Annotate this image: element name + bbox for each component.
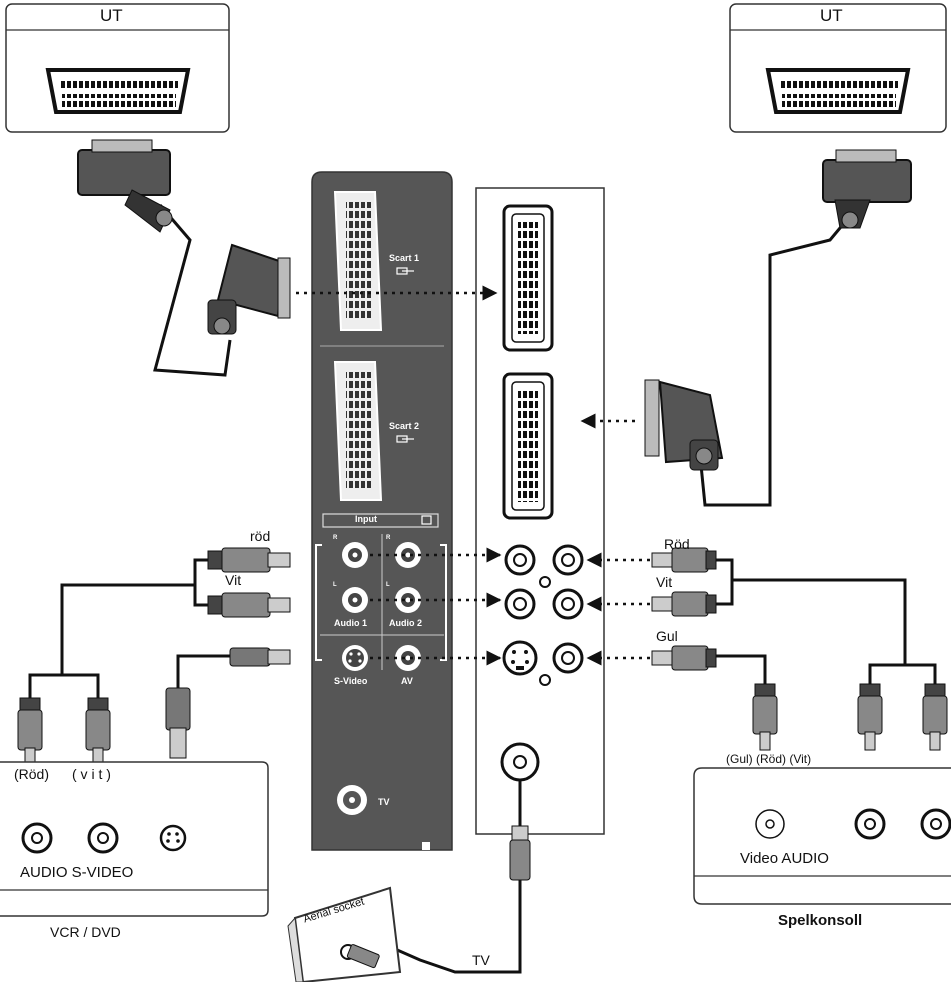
scart-out-icon <box>396 435 414 443</box>
video-port-icon <box>755 809 785 839</box>
audio2-label: Audio 2 <box>389 618 422 628</box>
vcr-ports-label: AUDIO S-VIDEO <box>20 864 134 881</box>
scart-port-icon <box>765 68 911 114</box>
audio1-r-mark: R <box>333 535 338 541</box>
input-icon <box>421 515 432 525</box>
rca-port-icon <box>87 822 119 854</box>
audio1-label: Audio 1 <box>334 618 367 628</box>
av-jack <box>395 645 421 671</box>
right-av-cables <box>651 547 948 751</box>
rca-plug-icon <box>752 683 778 751</box>
vcr-dvd-device <box>0 761 269 917</box>
coax-socket <box>500 742 540 782</box>
rca-jack <box>552 642 584 674</box>
audio2-r-mark: R <box>386 535 391 541</box>
audio1-l-mark: L <box>333 582 337 588</box>
rca-jack <box>504 544 536 576</box>
audio1-r-jack <box>342 542 368 568</box>
scart-out-icon <box>396 267 414 275</box>
svideo-jack <box>342 645 368 671</box>
scart-socket-a <box>502 204 554 352</box>
svideo-socket <box>502 640 538 676</box>
av-label: AV <box>401 676 413 686</box>
rca-plug-icon <box>651 591 717 617</box>
game-console-device <box>693 767 951 905</box>
scart-out-device-right <box>729 3 947 133</box>
scart2-label: Scart 2 <box>389 421 420 431</box>
coax-plug-icon <box>509 825 531 881</box>
scart1-label: Scart 1 <box>389 253 420 263</box>
scart-cable-left <box>77 139 291 377</box>
input-label: Input <box>355 514 377 524</box>
rca-plug-icon <box>651 547 717 573</box>
console-name: Spelkonsoll <box>778 912 863 929</box>
audio2-r-jack <box>395 542 421 568</box>
tv-antenna-label: TV <box>378 797 390 807</box>
svideo-plug-icon <box>165 687 191 759</box>
aerial-tv-label: TV <box>472 952 490 968</box>
console-ports-label: Video AUDIO <box>740 850 829 867</box>
tv-back-panel <box>311 171 453 851</box>
scart-out-label-right: UT <box>820 6 843 25</box>
left-red-label: röd <box>250 528 271 544</box>
scart-plug-icon <box>77 139 173 233</box>
vcr-dvd-name: VCR / DVD <box>50 924 121 940</box>
scart-socket-b <box>502 372 554 520</box>
rca-jack <box>552 588 584 620</box>
rca-jack <box>552 544 584 576</box>
right-white-label: Vit <box>656 574 673 590</box>
right-plug-labels: (Gul) (Röd) (Vit) <box>726 752 812 766</box>
svideo-plug-icon <box>229 647 291 667</box>
rca-plug-icon <box>207 592 291 618</box>
rca-jack <box>504 588 536 620</box>
left-av-cables <box>17 547 291 767</box>
svideo-port-icon <box>159 824 187 852</box>
rca-port-icon <box>21 822 53 854</box>
rca-plug-icon <box>651 645 717 671</box>
scart2-socket <box>333 361 383 501</box>
scart-cable-right <box>644 149 912 507</box>
left-rod-plug-label: (Röd) <box>14 766 50 782</box>
scart-plug-icon <box>207 243 291 335</box>
rca-port-icon <box>920 808 951 840</box>
scart-plug-icon <box>822 149 912 229</box>
tv-antenna-jack <box>337 785 367 815</box>
audio1-l-jack <box>342 587 368 613</box>
rca-plug-icon <box>857 683 883 751</box>
aerial-coax-cable <box>287 780 531 982</box>
audio2-l-jack <box>395 587 421 613</box>
audio2-l-mark: L <box>386 582 390 588</box>
scart-plug-icon <box>644 379 724 471</box>
scart1-socket <box>333 191 383 331</box>
scart-out-label-left: UT <box>100 6 123 25</box>
aerial-socket-plate <box>287 886 402 982</box>
rca-plug-icon <box>17 697 43 767</box>
svideo-label: S-Video <box>334 676 368 686</box>
connection-arrows <box>296 285 650 666</box>
left-white-label: Vit <box>225 572 242 588</box>
left-vit-plug-label: ( v i t ) <box>72 766 111 782</box>
rca-port-icon <box>854 808 886 840</box>
scart-port-icon <box>45 68 191 114</box>
scart-out-device-left <box>5 3 230 133</box>
rca-plug-icon <box>85 697 111 767</box>
rca-plug-icon <box>922 683 948 751</box>
right-yellow-label: Gul <box>656 628 678 644</box>
right-red-label: Röd <box>664 536 690 552</box>
rca-plug-icon <box>207 547 291 573</box>
connector-panel <box>475 187 605 835</box>
